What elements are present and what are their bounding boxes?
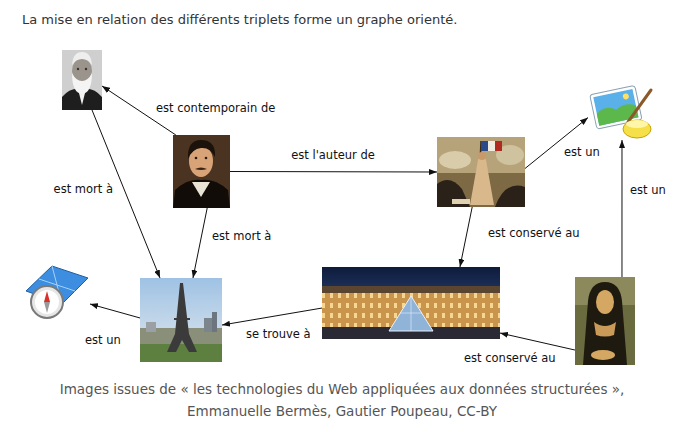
hugo-portrait: [62, 50, 102, 110]
delacroix-portrait: [195, 157, 198, 160]
edge-label: se trouve à: [244, 327, 313, 341]
paris-photo: [140, 278, 222, 362]
liberty-painting: [481, 141, 488, 151]
mona-lisa-painting: [575, 277, 635, 365]
map-icon: [31, 286, 63, 318]
heading: La mise en relation des différents tripl…: [22, 11, 457, 29]
map-icon: [35, 290, 59, 314]
paris-photo: [167, 283, 197, 352]
arrow-connector: [460, 207, 472, 267]
hugo-portrait: [62, 50, 102, 110]
image-node: [322, 267, 500, 339]
liberty-painting: [437, 180, 470, 207]
painting-icon: [623, 120, 651, 138]
paris-photo: [204, 318, 212, 332]
image-node: [588, 84, 654, 140]
edge-label: est un: [562, 145, 602, 159]
mona-lisa-painting: [583, 282, 627, 365]
paris-photo: [146, 322, 156, 332]
edge-label: est mort à: [210, 229, 273, 243]
hugo-portrait: [77, 68, 79, 70]
liberty-painting: [452, 199, 470, 204]
painting-icon: [626, 120, 648, 128]
edge-label: est conservé au: [486, 226, 582, 240]
map-icon: [26, 266, 88, 318]
edge-label: est mort à: [52, 182, 115, 196]
liberty-painting: [437, 137, 525, 207]
arrow-connector: [525, 118, 588, 169]
painting-icon: [590, 85, 651, 138]
caption: Images issues de « les technologies du W…: [22, 378, 662, 422]
hugo-portrait: [72, 52, 92, 65]
liberty-painting: [470, 156, 494, 205]
arrow-connector: [621, 140, 622, 277]
louvre-photo: [322, 267, 500, 339]
paris-photo: [174, 318, 190, 320]
image-node: [437, 137, 525, 207]
louvre-photo: [322, 286, 500, 294]
mona-lisa-painting: [575, 277, 635, 365]
edge-label: est contemporain de: [154, 101, 277, 115]
image-node: [24, 262, 90, 322]
delacroix-portrait: [195, 168, 207, 171]
louvre-photo: [322, 267, 500, 339]
hugo-portrait: [85, 68, 87, 70]
delacroix-portrait: [173, 135, 230, 208]
arrow-connector: [222, 308, 322, 325]
painting-icon: [622, 93, 629, 100]
painting-icon: [628, 90, 651, 122]
image-node: [62, 50, 102, 110]
delacroix-portrait: [173, 180, 230, 208]
liberty-painting: [495, 186, 525, 207]
arrow-connector: [500, 333, 575, 350]
arrow-connector: [193, 208, 207, 278]
paris-photo: [212, 312, 217, 332]
edge-label: est conservé au: [462, 351, 558, 365]
louvre-photo: [400, 296, 422, 331]
delacroix-portrait: [173, 135, 230, 208]
paris-photo: [140, 344, 222, 362]
edge-label: est un: [628, 183, 668, 197]
mona-lisa-painting: [596, 290, 614, 314]
image-node: [140, 278, 222, 362]
arrow-connector: [90, 304, 140, 318]
hugo-portrait: [72, 73, 92, 94]
delacroix-portrait: [205, 157, 208, 160]
edge-label: est l'auteur de: [289, 148, 377, 162]
image-node: [173, 135, 230, 208]
mona-lisa-painting: [594, 322, 616, 337]
liberty-painting: [439, 151, 471, 169]
paris-photo: [140, 278, 222, 362]
delacroix-portrait: [188, 140, 215, 159]
image-node: [575, 277, 635, 365]
liberty-painting: [488, 141, 495, 151]
edge-label: est un: [83, 333, 123, 347]
arrow-connector: [230, 171, 437, 173]
map-icon: [44, 302, 50, 313]
mona-lisa-painting: [591, 350, 615, 360]
delacroix-portrait: [192, 182, 210, 197]
liberty-painting: [478, 152, 486, 160]
map-icon: [44, 291, 50, 302]
louvre-photo: [389, 296, 433, 331]
liberty-painting: [495, 141, 502, 151]
liberty-painting: [437, 137, 525, 207]
